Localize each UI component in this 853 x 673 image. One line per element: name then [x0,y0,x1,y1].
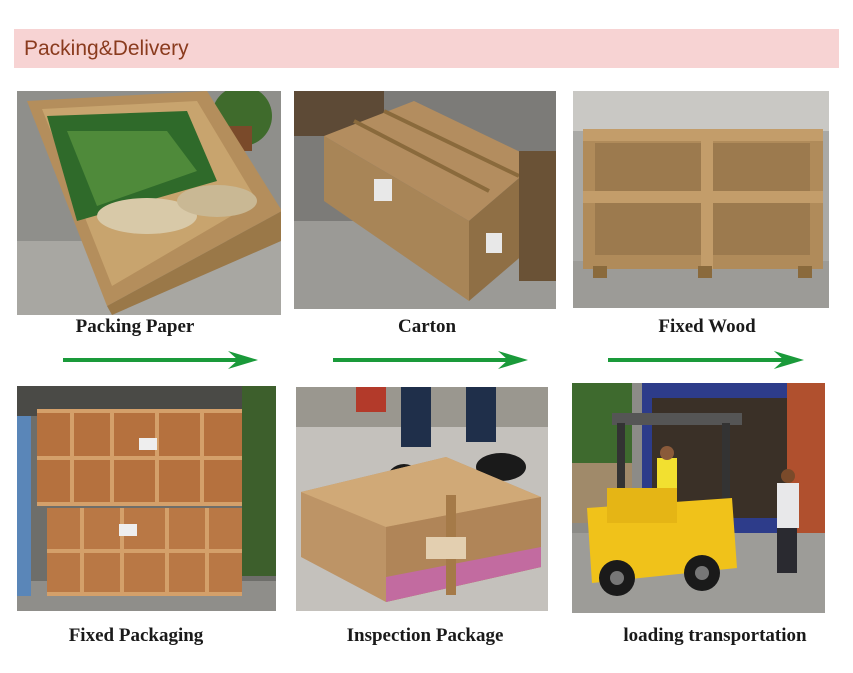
photo-carton [294,91,556,309]
arrow-right-icon [63,350,258,370]
photo-fixed-packaging [17,386,276,611]
arrow-right-icon [608,350,804,370]
caption-fixed-wood: Fixed Wood [658,316,756,337]
caption-inspection-package: Inspection Package [346,625,504,646]
section-title: Packing&Delivery [24,36,189,60]
photo-fixed-wood [573,91,829,308]
section-header: Packing&Delivery [14,29,839,68]
caption-loading-transportation: loading transportation [623,625,807,646]
photo-loading-transportation [572,383,825,613]
arrow-right-icon [333,350,528,370]
caption-carton: Carton [397,316,457,337]
photo-inspection-package [296,387,548,611]
caption-packing-paper: Packing Paper [75,316,195,337]
photo-packing-paper [17,91,281,315]
caption-fixed-packaging: Fixed Packaging [68,625,204,646]
